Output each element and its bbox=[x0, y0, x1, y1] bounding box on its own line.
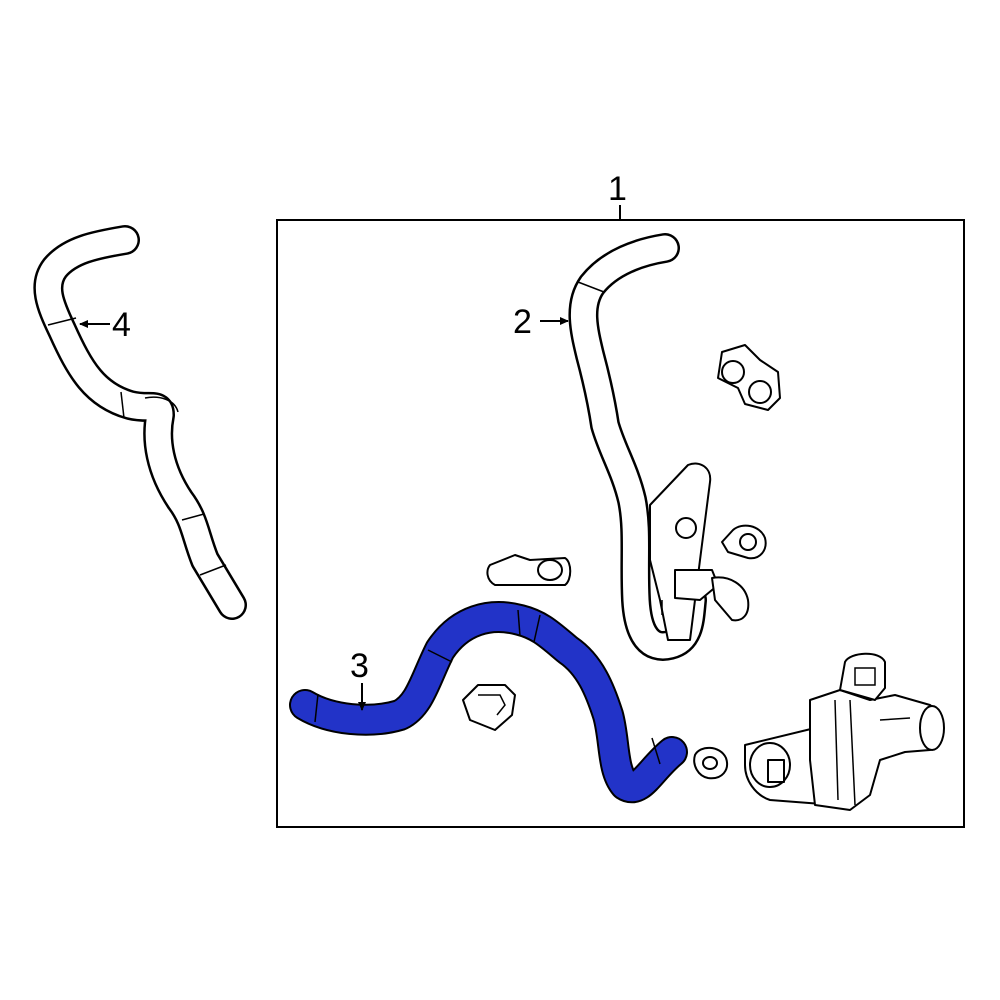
clamp-upper-right bbox=[717, 344, 781, 411]
callout-1-label: 1 bbox=[608, 170, 627, 208]
callout-2-label: 2 bbox=[513, 303, 532, 341]
clamp-mid-left bbox=[486, 554, 572, 586]
clamp-lower bbox=[693, 746, 728, 780]
callout-4-label: 4 bbox=[112, 306, 131, 344]
hose-part-2[interactable] bbox=[568, 233, 707, 661]
valve-bracket bbox=[649, 462, 750, 641]
hose-part-4[interactable] bbox=[33, 225, 247, 620]
callout-3-label: 3 bbox=[350, 647, 369, 685]
hose-part-3-fill bbox=[291, 603, 686, 802]
clamp-mid-right bbox=[721, 524, 767, 560]
hose-part-3-highlighted[interactable] bbox=[289, 601, 688, 804]
hose-connector bbox=[462, 684, 516, 731]
water-pump bbox=[744, 652, 945, 811]
